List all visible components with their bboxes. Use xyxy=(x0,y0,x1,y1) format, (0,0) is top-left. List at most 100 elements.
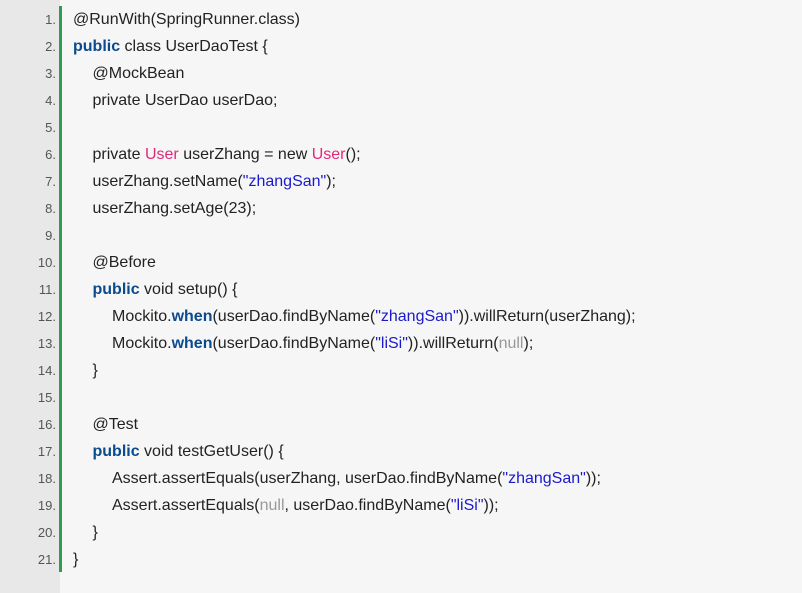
code-token-plain: userZhang = new xyxy=(178,146,312,163)
code-line: 3. @MockBean xyxy=(0,60,802,87)
code-text: @MockBean xyxy=(93,60,185,87)
line-number: 16. xyxy=(37,417,56,432)
line-number: 13. xyxy=(37,336,56,351)
code-text: userZhang.setAge(23); xyxy=(93,195,257,222)
code-line: 5. xyxy=(0,114,802,141)
code-text: Mockito.when(userDao.findByName("liSi"))… xyxy=(112,330,533,357)
code-token-plain: )); xyxy=(585,470,601,487)
code-token-plain: private UserDao userDao; xyxy=(92,92,278,109)
line-number: 20. xyxy=(37,525,56,540)
code-token-kw: public xyxy=(92,443,140,460)
line-number: 21. xyxy=(37,552,56,567)
code-text: @RunWith(SpringRunner.class) xyxy=(73,6,300,33)
code-text: @Before xyxy=(93,249,156,276)
line-number: 18. xyxy=(37,471,56,486)
code-text: } xyxy=(73,546,78,573)
code-token-plain: void setup() { xyxy=(139,281,238,298)
line-number: 4. xyxy=(45,93,56,108)
code-token-kw: public xyxy=(73,38,121,55)
code-token-plain: ); xyxy=(326,173,336,190)
code-token-str: "liSi" xyxy=(450,497,484,514)
line-number-gutter xyxy=(0,0,60,593)
code-text: } xyxy=(93,519,98,546)
code-line: 16. @Test xyxy=(0,411,802,438)
code-text: public class UserDaoTest { xyxy=(73,33,268,60)
code-line: 15. xyxy=(0,384,802,411)
code-token-kw: when xyxy=(171,335,213,352)
code-line: 20.} xyxy=(0,519,802,546)
code-token-str: "zhangSan" xyxy=(375,308,459,325)
code-token-plain: void testGetUser() { xyxy=(139,443,284,460)
line-number: 12. xyxy=(37,309,56,324)
line-number: 15. xyxy=(37,390,56,405)
code-text: } xyxy=(93,357,98,384)
line-number: 6. xyxy=(45,147,56,162)
gutter-accent-bar xyxy=(59,6,62,572)
code-token-plain: @RunWith(SpringRunner.class) xyxy=(73,11,300,28)
line-number: 17. xyxy=(37,444,56,459)
code-token-plain: )).willReturn(userZhang); xyxy=(458,308,636,325)
code-text: Mockito.when(userDao.findByName("zhangSa… xyxy=(112,303,636,330)
code-token-nul: null xyxy=(498,335,524,352)
line-number: 10. xyxy=(37,255,56,270)
code-text: @Test xyxy=(93,411,139,438)
code-text: Assert.assertEquals(userZhang, userDao.f… xyxy=(112,465,601,492)
code-token-plain: } xyxy=(92,362,98,379)
code-text: public void setup() { xyxy=(93,276,238,303)
code-line: 17. public void testGetUser() { xyxy=(0,438,802,465)
code-line: 2.public class UserDaoTest { xyxy=(0,33,802,60)
code-line: 19. Assert.assertEquals(null, userDao.fin… xyxy=(0,492,802,519)
code-line: 12. Mockito.when(userDao.findByName("zhan… xyxy=(0,303,802,330)
code-token-plain: class UserDaoTest { xyxy=(120,38,268,55)
code-token-plain: Assert.assertEquals(userZhang, userDao.f… xyxy=(112,470,503,487)
code-token-plain: )); xyxy=(483,497,499,514)
code-token-plain: @Before xyxy=(92,254,156,271)
code-line: 18. Assert.assertEquals(userZhang, userDa… xyxy=(0,465,802,492)
code-token-plain: (); xyxy=(345,146,361,163)
code-token-type: User xyxy=(144,146,179,163)
code-token-plain: } xyxy=(92,524,98,541)
code-line: 1. @RunWith(SpringRunner.class) xyxy=(0,6,802,33)
code-text: private UserDao userDao; xyxy=(93,87,278,114)
code-text: Assert.assertEquals(null, userDao.findBy… xyxy=(112,492,499,519)
code-line: 11. public void setup() { xyxy=(0,276,802,303)
line-number: 19. xyxy=(37,498,56,513)
code-text: private User userZhang = new User(); xyxy=(93,141,361,168)
code-token-plain: (userDao.findByName( xyxy=(212,308,376,325)
code-token-plain: @Test xyxy=(92,416,139,433)
code-line: 10. @Before xyxy=(0,249,802,276)
code-token-str: "zhangSan" xyxy=(502,470,586,487)
line-number: 7. xyxy=(45,174,56,189)
code-line: 8. userZhang.setAge(23); xyxy=(0,195,802,222)
line-number: 14. xyxy=(37,363,56,378)
code-line: 7. userZhang.setName("zhangSan"); xyxy=(0,168,802,195)
code-token-str: "liSi" xyxy=(375,335,408,352)
bottom-strip xyxy=(0,578,802,593)
code-token-plain: userZhang.setAge(23); xyxy=(92,200,257,217)
line-number: 3. xyxy=(45,66,56,81)
code-token-plain: Mockito. xyxy=(112,335,172,352)
code-token-plain: } xyxy=(73,551,79,568)
code-token-plain: Assert.assertEquals( xyxy=(112,497,260,514)
code-token-str: "zhangSan" xyxy=(242,173,327,190)
code-token-kw: public xyxy=(92,281,140,298)
line-number: 1. xyxy=(45,12,56,27)
line-number: 9. xyxy=(45,228,56,243)
code-token-nul: null xyxy=(259,497,285,514)
code-token-plain: private xyxy=(92,146,145,163)
code-token-kw: when xyxy=(171,308,213,325)
code-line: 14.} xyxy=(0,357,802,384)
code-token-plain: Mockito. xyxy=(112,308,172,325)
code-token-plain: userZhang.setName( xyxy=(92,173,243,190)
code-line: 6.private User userZhang = new User(); xyxy=(0,141,802,168)
line-number: 11. xyxy=(38,282,56,297)
code-line: 4. private UserDao userDao; xyxy=(0,87,802,114)
code-token-plain: @MockBean xyxy=(92,65,185,82)
code-text: public void testGetUser() { xyxy=(93,438,284,465)
code-line: 21.} xyxy=(0,546,802,573)
code-token-plain: (userDao.findByName( xyxy=(212,335,376,352)
line-number: 8. xyxy=(45,201,56,216)
code-token-plain: , userDao.findByName( xyxy=(284,497,451,514)
code-token-type: User xyxy=(311,146,346,163)
